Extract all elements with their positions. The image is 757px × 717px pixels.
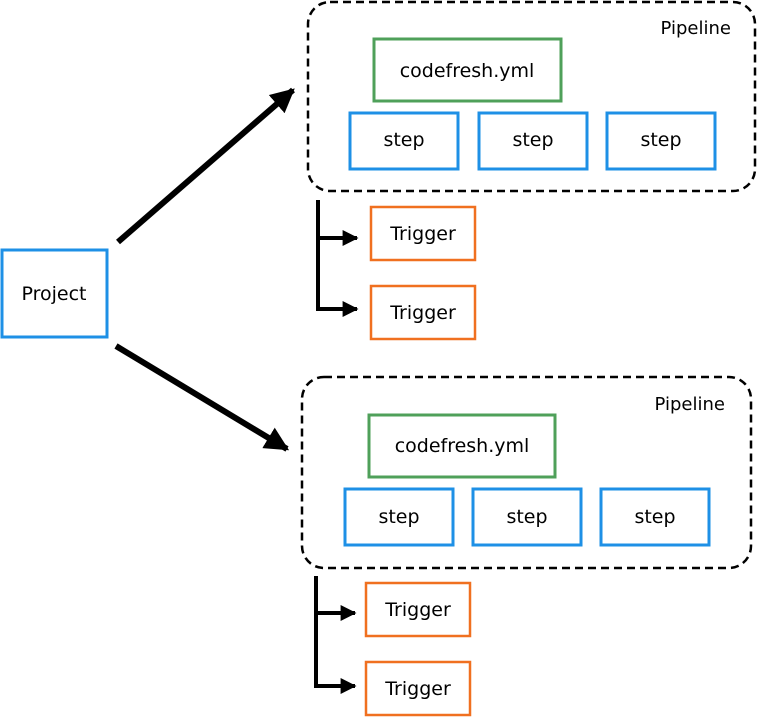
pipeline-2-trigger-connector-main bbox=[314, 576, 357, 694]
pipeline-1-trigger-2-box bbox=[369, 284, 477, 341]
pipeline-2-trigger-1-box bbox=[364, 581, 472, 638]
pipeline-1-step-1-label: step bbox=[383, 129, 424, 151]
pipeline-2: Pipeline codefresh.yml step step step bbox=[300, 375, 753, 570]
pipeline-1-yml-box bbox=[372, 37, 563, 103]
arrow-project-to-pipeline-1 bbox=[116, 87, 295, 245]
pipeline-1-step-3-box bbox=[605, 111, 717, 171]
pipeline-2-yml-box bbox=[367, 413, 557, 479]
arrow-project-to-pipeline-2 bbox=[114, 343, 290, 452]
pipeline-2-step-1-label: step bbox=[378, 506, 419, 528]
pipeline-1: Pipeline codefresh.yml step step step bbox=[306, 0, 757, 193]
pipeline-1-step-1-box bbox=[348, 111, 460, 171]
project-box bbox=[0, 248, 109, 339]
pipeline-2-step-2-box bbox=[471, 487, 583, 547]
pipeline-1-trigger-1-label: Trigger bbox=[389, 223, 456, 245]
pipeline-1-trigger-1-box bbox=[369, 205, 477, 262]
project-node: Project bbox=[0, 248, 109, 339]
pipeline-1-trigger-2-label: Trigger bbox=[389, 302, 456, 324]
pipeline-1-triggers: Trigger Trigger bbox=[316, 200, 477, 341]
pipeline-2-step-3-label: step bbox=[634, 506, 675, 528]
pipeline-1-step-2-label: step bbox=[512, 129, 553, 151]
pipeline-2-step-3-box bbox=[599, 487, 711, 547]
pipeline-1-step-2-box bbox=[477, 111, 589, 171]
pipeline-1-yml-label: codefresh.yml bbox=[400, 60, 535, 82]
pipeline-2-step-1-box bbox=[343, 487, 455, 547]
pipeline-1-trigger-connector-main bbox=[316, 200, 359, 317]
pipeline-2-yml-label: codefresh.yml bbox=[395, 435, 530, 457]
pipeline-2-triggers: Trigger Trigger bbox=[314, 576, 472, 717]
pipeline-2-trigger-2-label: Trigger bbox=[384, 678, 451, 700]
pipeline-2-step-2-label: step bbox=[506, 506, 547, 528]
pipeline-2-trigger-1-label: Trigger bbox=[384, 599, 451, 621]
pipeline-2-label: Pipeline bbox=[655, 394, 725, 415]
pipeline-2-trigger-2-box bbox=[364, 660, 472, 717]
pipeline-1-label: Pipeline bbox=[661, 18, 731, 39]
pipeline-1-step-3-label: step bbox=[640, 129, 681, 151]
pipeline-2-container bbox=[300, 375, 753, 570]
pipeline-1-container bbox=[306, 0, 757, 193]
project-label: Project bbox=[21, 283, 86, 305]
